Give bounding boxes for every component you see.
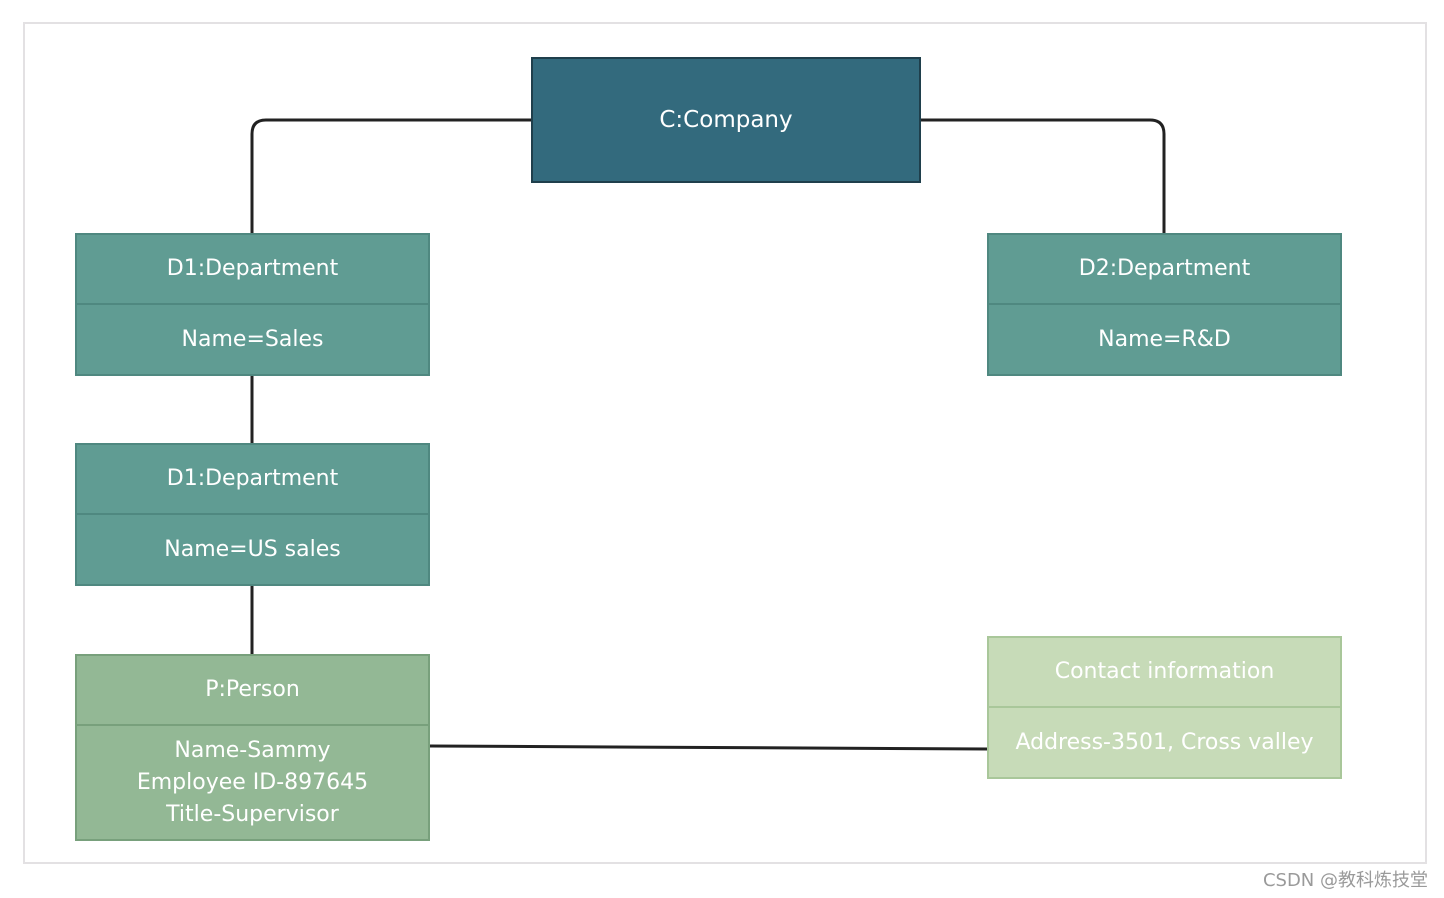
department-rnd-node[interactable]: D2:Department Name=R&D — [987, 233, 1342, 376]
person-attributes: Name-Sammy Employee ID-897645 Title-Supe… — [77, 724, 428, 839]
person-job-title: Title-Supervisor — [166, 801, 339, 827]
person-node[interactable]: P:Person Name-Sammy Employee ID-897645 T… — [75, 654, 430, 841]
contact-title: Contact information — [1054, 659, 1275, 684]
watermark-text: CSDN @教科炼技堂 — [1262, 870, 1428, 891]
department-us-sales-title: D1:Department — [166, 466, 339, 491]
person-title: P:Person — [205, 677, 300, 702]
department-sales-node[interactable]: D1:Department Name=Sales — [75, 233, 430, 376]
department-us-sales-node[interactable]: D1:Department Name=US sales — [75, 443, 430, 586]
person-employee-id: Employee ID-897645 — [136, 769, 369, 795]
contact-node[interactable]: Contact information Address-3501, Cross … — [987, 636, 1342, 779]
department-rnd-title: D2:Department — [1078, 256, 1251, 281]
company-title: C:Company — [659, 107, 793, 133]
department-rnd-name: Name=R&D — [989, 303, 1340, 374]
department-sales-title: D1:Department — [166, 256, 339, 281]
department-us-sales-name: Name=US sales — [77, 513, 428, 584]
company-node[interactable]: C:Company — [531, 57, 921, 183]
contact-address: Address-3501, Cross valley — [989, 706, 1340, 777]
person-name: Name-Sammy — [174, 737, 331, 763]
department-sales-name: Name=Sales — [77, 303, 428, 374]
